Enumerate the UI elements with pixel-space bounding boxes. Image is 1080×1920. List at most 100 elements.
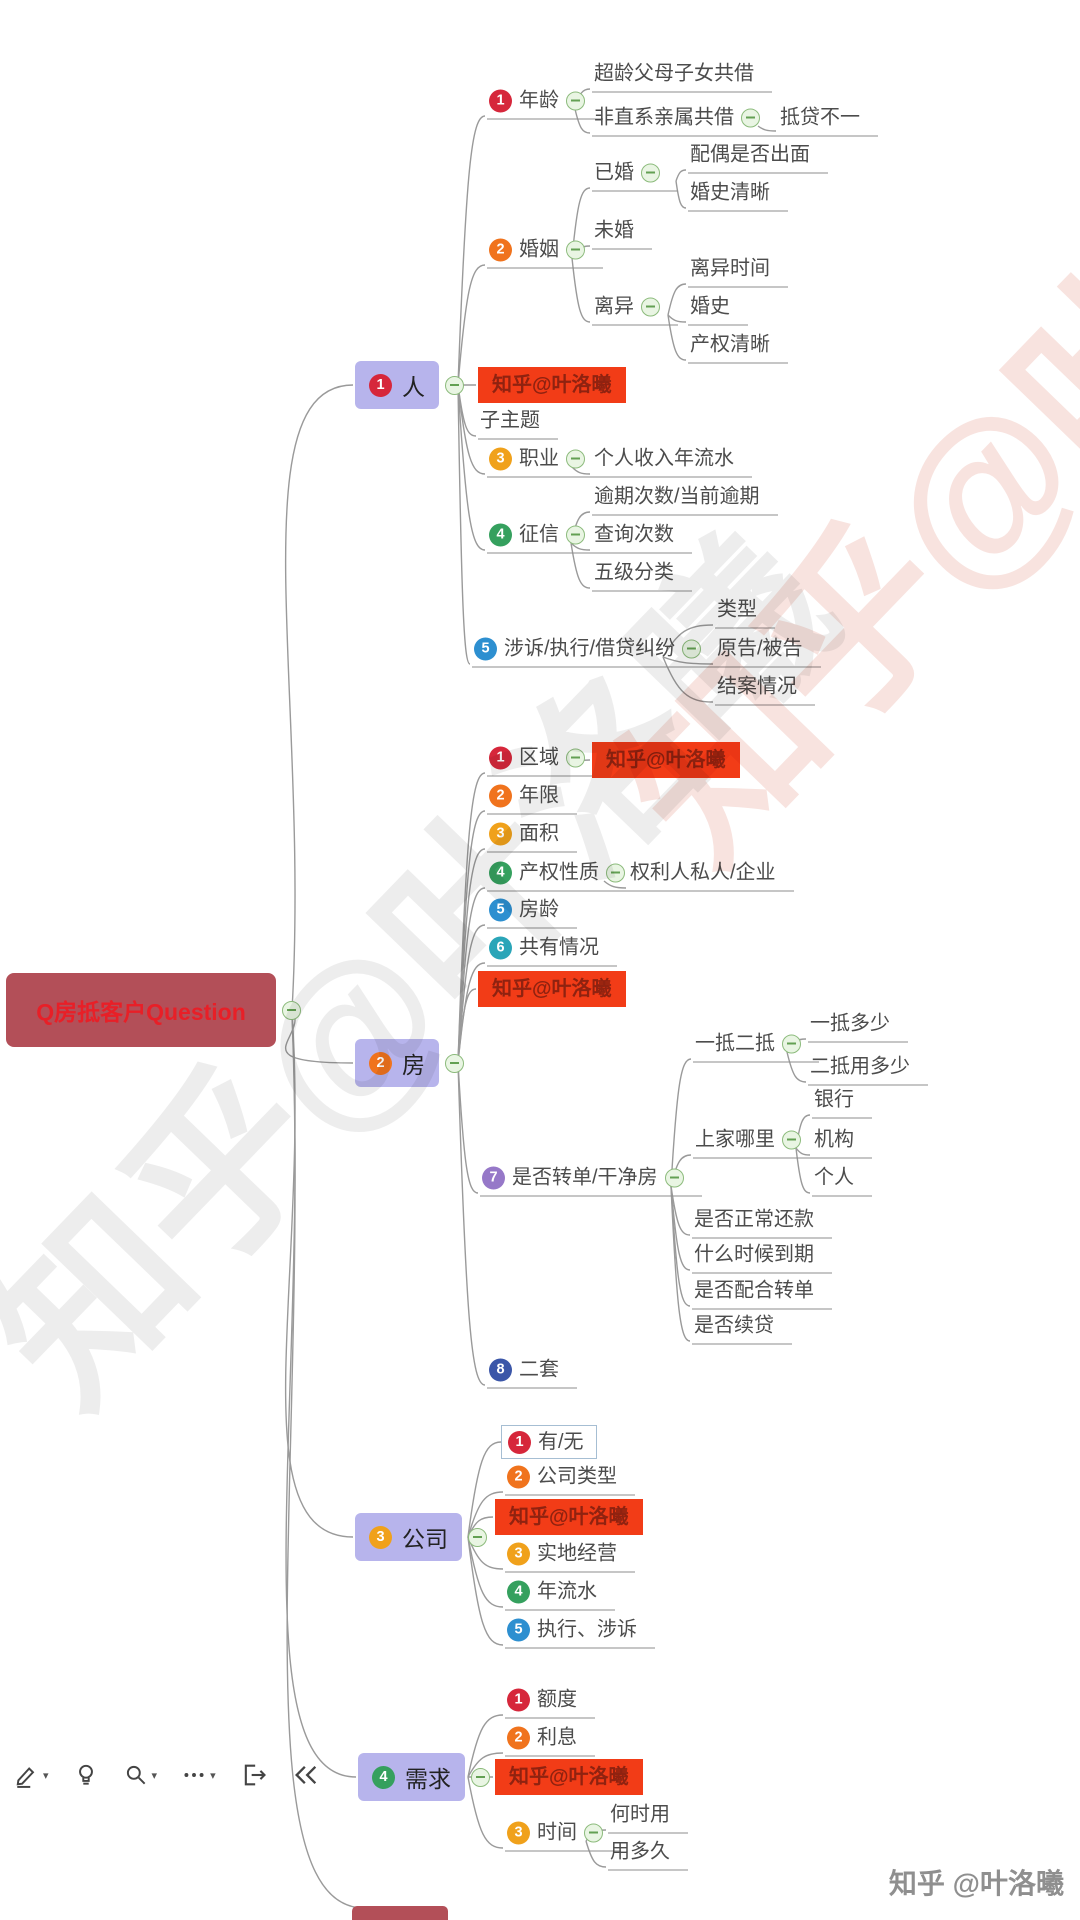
node-individual[interactable]: 个人: [812, 1164, 872, 1197]
collapse-toggle[interactable]: [566, 449, 585, 468]
idea-icon[interactable]: [73, 1762, 99, 1788]
collapse-toggle[interactable]: [471, 1767, 490, 1787]
node-income-flow[interactable]: 个人收入年流水: [592, 445, 752, 478]
node-second-amount[interactable]: 二抵用多少: [808, 1053, 928, 1086]
number-badge: 2: [507, 1465, 530, 1488]
node-lawsuit-type[interactable]: 类型: [715, 596, 775, 629]
root-node[interactable]: Q房抵客户Question: [6, 973, 301, 1047]
watermark-node[interactable]: 知乎@叶洛曦: [478, 971, 626, 1007]
node-plaintiff-defendant[interactable]: 原告/被告: [715, 635, 821, 668]
node-divorced[interactable]: 离异: [592, 293, 678, 326]
node-normal-repay[interactable]: 是否正常还款: [692, 1206, 832, 1239]
collapse-icon[interactable]: [292, 1761, 320, 1789]
node-spouse-present[interactable]: 配偶是否出面: [688, 141, 828, 174]
node-pledge-mismatch[interactable]: 抵贷不一: [778, 104, 878, 137]
export-icon[interactable]: [240, 1761, 268, 1789]
node-married[interactable]: 已婚: [592, 159, 678, 192]
watermark-node[interactable]: 知乎@叶洛曦: [478, 367, 626, 403]
collapse-toggle[interactable]: [782, 1130, 801, 1149]
number-badge: 2: [369, 1051, 392, 1075]
collapse-toggle[interactable]: [445, 375, 464, 395]
node-subtopic[interactable]: 子主题: [478, 407, 558, 440]
node-first-amount[interactable]: 一抵多少: [808, 1010, 908, 1043]
watermark-node[interactable]: 知乎@叶洛曦: [495, 1499, 643, 1535]
watermark-node[interactable]: 知乎@叶洛曦: [592, 742, 740, 778]
number-badge: 3: [489, 822, 512, 845]
node-five-grade[interactable]: 五级分类: [592, 559, 692, 592]
number-badge: 4: [372, 1765, 395, 1789]
number-badge: 3: [489, 447, 512, 470]
collapse-toggle[interactable]: [282, 1000, 301, 1020]
watermark-node[interactable]: 知乎@叶洛曦: [495, 1759, 643, 1795]
collapse-toggle[interactable]: [741, 108, 760, 127]
node-when-use[interactable]: 何时用: [608, 1801, 688, 1834]
edit-icon[interactable]: ▾: [14, 1762, 49, 1788]
zoom-icon[interactable]: ▾: [123, 1762, 157, 1788]
node-owner-type[interactable]: 权利人私人/企业: [628, 859, 794, 892]
node-institution[interactable]: 机构: [812, 1126, 872, 1159]
collapse-toggle[interactable]: [566, 91, 585, 110]
node-previous-holder[interactable]: 上家哪里: [693, 1126, 819, 1159]
number-badge: 2: [507, 1726, 530, 1749]
collapse-toggle[interactable]: [566, 240, 585, 259]
collapse-toggle[interactable]: [584, 1823, 603, 1842]
node-marriage-history-clear[interactable]: 婚史清晰: [688, 179, 788, 212]
collapse-toggle[interactable]: [782, 1034, 801, 1053]
collapse-toggle[interactable]: [606, 863, 625, 882]
node-bank[interactable]: 银行: [812, 1086, 872, 1119]
node-cooperate-transfer[interactable]: 是否配合转单: [692, 1277, 832, 1310]
number-badge: 8: [489, 1358, 512, 1381]
node-query-count[interactable]: 查询次数: [592, 521, 692, 554]
collapse-toggle[interactable]: [566, 525, 585, 544]
collapse-toggle[interactable]: [641, 297, 660, 316]
node-overage-coborrow[interactable]: 超龄父母子女共借: [592, 60, 772, 93]
node-overdue[interactable]: 逾期次数/当前逾期: [592, 483, 778, 516]
node-unmarried[interactable]: 未婚: [592, 217, 652, 250]
collapse-toggle[interactable]: [566, 748, 585, 767]
node-how-long[interactable]: 用多久: [608, 1838, 688, 1871]
collapse-toggle[interactable]: [664, 1168, 684, 1187]
collapse-toggle[interactable]: [468, 1527, 487, 1547]
node-renew-loan[interactable]: 是否续贷: [692, 1312, 792, 1345]
node-due-date[interactable]: 什么时候到期: [692, 1241, 832, 1274]
toolbar: ▾ ▾ ▾: [14, 1756, 320, 1794]
partial-node[interactable]: [352, 1906, 448, 1920]
node-marriage-history[interactable]: 婚史: [688, 293, 748, 326]
number-badge: 1: [508, 1430, 531, 1454]
collapse-toggle[interactable]: [682, 639, 702, 658]
node-first-second-mortgage[interactable]: 一抵二抵: [693, 1030, 819, 1063]
node-property-clear[interactable]: 产权清晰: [688, 331, 788, 364]
more-icon[interactable]: ▾: [181, 1762, 216, 1788]
collapse-toggle[interactable]: [445, 1053, 464, 1073]
node-divorce-time[interactable]: 离异时间: [688, 255, 788, 288]
node-nondirect-coborrow[interactable]: 非直系亲属共借: [592, 104, 778, 137]
collapse-toggle[interactable]: [641, 163, 660, 182]
node-case-closure[interactable]: 结案情况: [715, 673, 815, 706]
